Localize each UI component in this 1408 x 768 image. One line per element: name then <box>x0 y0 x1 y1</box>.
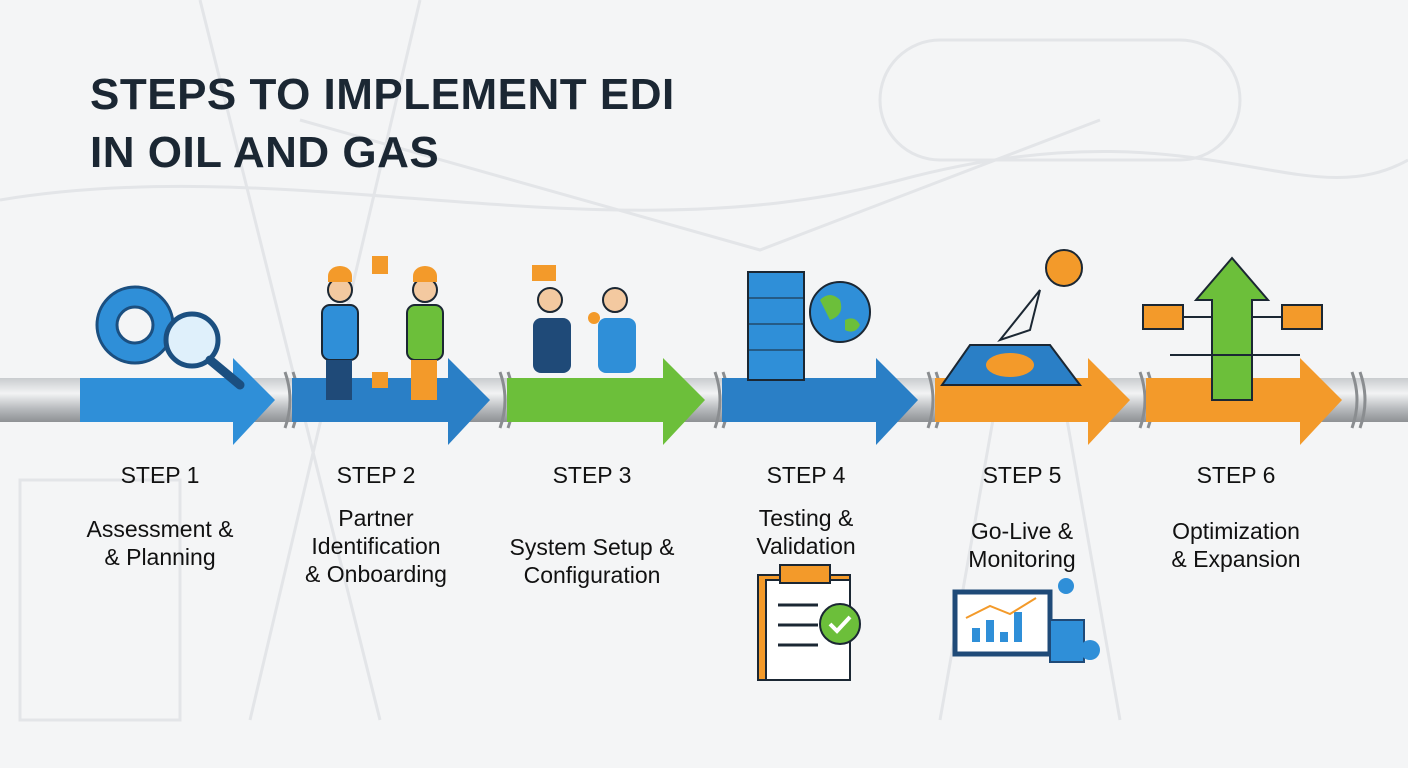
step-4: STEP 4 Testing &Validation <box>706 462 906 560</box>
title-line-2: IN OIL AND GAS <box>90 128 440 177</box>
step-arrow-3 <box>507 358 705 445</box>
step-arrow-1 <box>80 358 275 445</box>
gear-magnifier-icon <box>95 285 245 390</box>
step-number: STEP 4 <box>766 462 846 488</box>
step-number: STEP 5 <box>982 462 1062 488</box>
rocket-launch-icon <box>940 249 1083 386</box>
step-number: STEP 6 <box>1196 462 1276 488</box>
step-label: Testing &Validation <box>706 504 906 560</box>
step-label-line: Partner <box>338 505 414 531</box>
handshake-setup-icon <box>532 265 636 373</box>
step-label: System Setup &Configuration <box>492 533 692 589</box>
step-label-line: Configuration <box>523 562 661 588</box>
step-6: STEP 6 Optimization& Expansion <box>1136 462 1336 573</box>
step-label-line: Testing & <box>758 505 854 531</box>
pipe-coupling <box>1350 371 1367 429</box>
step-arrow-2 <box>292 358 490 445</box>
clipboard-checklist-icon <box>757 564 861 681</box>
step-label: Assessment && Planning <box>60 515 260 571</box>
step-label-line: Monitoring <box>968 546 1076 572</box>
step-5: STEP 5 Go-Live &Monitoring <box>922 462 1122 573</box>
step-label-line: Go-Live & <box>970 518 1074 544</box>
monitor-dashboard-icon <box>952 578 1100 663</box>
step-label-line: System Setup & <box>509 534 675 560</box>
server-globe-icon <box>747 271 871 381</box>
step-number: STEP 3 <box>552 462 632 488</box>
step-label-line: & Onboarding <box>305 561 447 587</box>
growth-arrow-network-icon <box>1142 256 1323 401</box>
step-1: STEP 1 Assessment && Planning <box>60 462 260 571</box>
step-label-line: Identification <box>311 533 441 559</box>
step-arrow-6 <box>1146 358 1342 445</box>
step-label: Optimization& Expansion <box>1136 517 1336 573</box>
step-number: STEP 2 <box>336 462 416 488</box>
step-label-line: Assessment & <box>86 516 234 542</box>
step-label-line: & Expansion <box>1171 546 1301 572</box>
step-label: Go-Live &Monitoring <box>922 517 1122 573</box>
step-3: STEP 3 System Setup &Configuration <box>492 462 692 589</box>
handshake-workers-icon <box>321 256 444 400</box>
title-line-1: STEPS TO IMPLEMENT EDI <box>90 70 675 119</box>
step-label-line: & Planning <box>104 544 216 570</box>
step-label-line: Optimization <box>1172 518 1300 544</box>
step-number: STEP 1 <box>120 462 200 488</box>
page-title: STEPS TO IMPLEMENT EDI IN OIL AND GAS <box>90 66 675 182</box>
step-label-line: Validation <box>756 533 856 559</box>
